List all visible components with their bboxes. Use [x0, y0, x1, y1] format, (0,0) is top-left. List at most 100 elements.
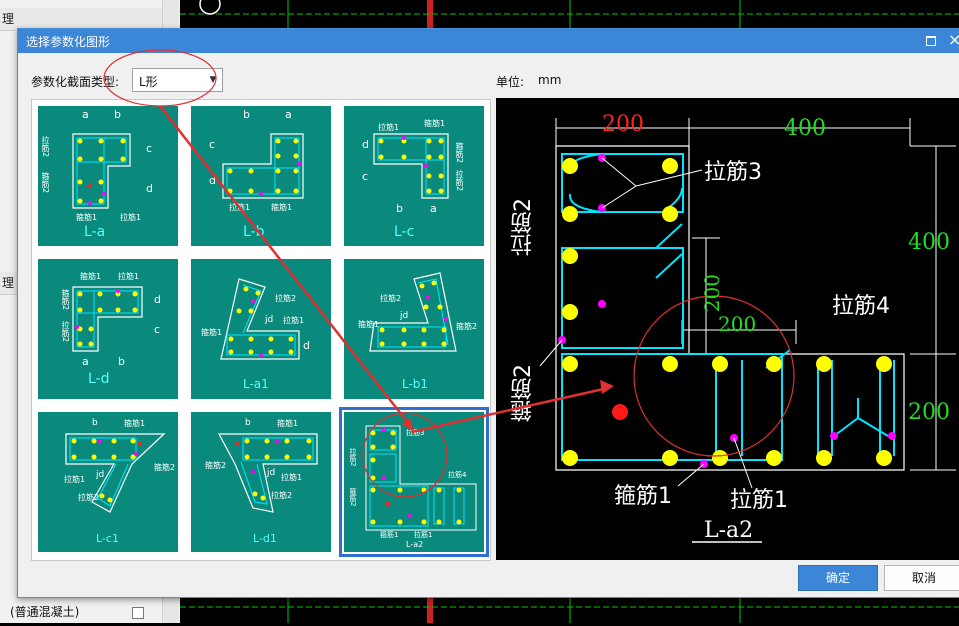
l-b-tie1: 拉筋1 — [229, 203, 251, 212]
l-c1-tie1: 拉筋1 — [64, 475, 86, 484]
preview-panel: 200 400 400 200 200 200 拉筋3 拉筋2 箍筋2 拉筋4 … — [496, 98, 959, 560]
l-a-title: L-a — [84, 224, 106, 240]
thumbnail-l-d[interactable]: 箍筋1 拉筋1 箍筋2 拉筋2 a b c d L-d — [38, 259, 178, 399]
l-d1-stirrup2: 箍筋2 — [205, 461, 227, 470]
l-c-dim-c: c — [362, 170, 369, 183]
l-d-dim-d: d — [154, 293, 161, 306]
l-b1-stirrup2: 箍筋2 — [456, 322, 478, 331]
l-d-tie1: 拉筋1 — [118, 272, 140, 281]
l-a-stirrup1: 箍筋1 — [76, 213, 98, 222]
l-c1-jd: jd — [96, 470, 105, 480]
l-a-dim-d: d — [146, 182, 153, 195]
thumbnail-grid: a b c d 拉筋2 箍筋2 箍筋1 拉筋1 L-a b a c — [31, 99, 491, 561]
l-c1-title: L-c1 — [96, 532, 119, 545]
preview-label-tie1: 拉筋1 — [730, 488, 788, 513]
l-c-dim-b: b — [396, 202, 403, 215]
bg-checkbox[interactable] — [132, 607, 144, 619]
l-a-stirrup2: 箍筋2 — [41, 172, 50, 194]
l-d1-tie1: 拉筋1 — [281, 473, 303, 482]
preview-dim-top-200: 200 — [602, 112, 644, 137]
thumbnail-l-b[interactable]: b a c d 拉筋1 箍筋1 L-b — [191, 106, 331, 246]
l-b-stirrup1: 箍筋1 — [271, 203, 293, 212]
preview-drawing — [539, 118, 956, 543]
chevron-down-icon[interactable]: ▼ — [209, 75, 217, 85]
l-c1-stirrup2: 箍筋2 — [154, 463, 176, 472]
l-a2-tie4: 拉筋4 — [448, 471, 467, 479]
cancel-button[interactable]: 取消 — [884, 565, 959, 591]
l-d1-jd: jd — [267, 468, 276, 478]
l-a2-tie1: 拉筋1 — [414, 531, 433, 539]
l-c-dim-a: a — [430, 202, 437, 215]
preview-dim-inner-horizontal: 200 — [718, 312, 757, 336]
l-c1-tie2: 拉筋2 — [78, 493, 100, 502]
l-c-stirrup1: 箍筋1 — [424, 119, 446, 128]
cad-grid-lines-bottom — [180, 595, 959, 623]
l-d1-tie2: 拉筋2 — [271, 491, 293, 500]
l-c-stirrup2: 箍筋2 — [455, 142, 464, 164]
l-a-dim-b: b — [114, 108, 121, 121]
maximize-icon[interactable] — [926, 36, 936, 46]
l-a1-stirrup1: 箍筋1 — [201, 328, 223, 337]
preview-label-tie3: 拉筋3 — [704, 160, 762, 185]
l-d1-drawing — [218, 433, 318, 513]
preview-label-stirrup2: 箍筋2 — [511, 364, 536, 422]
l-b-dim-b: b — [243, 108, 250, 121]
l-a2-tie3: 拉筋3 — [406, 429, 425, 437]
close-icon[interactable]: × — [948, 30, 959, 49]
l-a2-tie2: 拉筋2 — [349, 448, 357, 467]
cad-canvas-top — [180, 0, 959, 28]
l-a1-tie1: 拉筋1 — [283, 316, 305, 325]
l-c1-drawing — [65, 433, 166, 513]
l-a-drawing — [72, 133, 131, 209]
section-type-value: L形 — [139, 75, 158, 89]
l-c-tie1: 拉筋1 — [378, 123, 400, 132]
preview-label-tie4: 拉筋4 — [832, 294, 890, 319]
select-parametric-dialog: 选择参数化图形 × 参数化截面类型: L形 ▼ 单位: mm a b c — [17, 28, 959, 598]
l-d-stirrup1: 箍筋1 — [80, 272, 102, 281]
thumbnail-l-c1[interactable]: b 箍筋1 jd 拉筋1 箍筋2 拉筋2 L-c1 — [38, 412, 178, 552]
l-b-dim-d: d — [209, 174, 216, 187]
thumbnail-l-c[interactable]: 拉筋1 箍筋1 箍筋2 拉筋2 b a c d L-c — [344, 106, 484, 246]
l-b-dim-c: c — [209, 138, 216, 151]
l-d1-stirrup1: 箍筋1 — [277, 419, 299, 428]
l-b1-tie2: 拉筋2 — [380, 294, 402, 303]
preview-dim-right-200: 200 — [908, 400, 950, 425]
preview-label-tie2: 拉筋2 — [511, 198, 536, 256]
l-d-tie2: 拉筋2 — [61, 321, 70, 343]
l-a2-stirrup2: 箍筋2 — [349, 488, 357, 507]
unit-value: mm — [538, 73, 562, 87]
dialog-titlebar[interactable]: 选择参数化图形 × — [18, 29, 959, 53]
l-b1-title: L-b1 — [402, 377, 429, 391]
preview-label-stirrup1: 箍筋1 — [614, 484, 672, 509]
l-a2-stirrup1: 箍筋1 — [380, 531, 399, 539]
preview-title: L-a2 — [704, 518, 754, 543]
thumbnail-l-d1[interactable]: b 箍筋1 箍筋2 jd 拉筋1 拉筋2 L-d1 — [191, 412, 331, 552]
l-c-title: L-c — [394, 224, 415, 240]
l-c-dim-d: d — [362, 138, 369, 151]
thumbnail-l-a1[interactable]: 拉筋2 jd 拉筋1 箍筋1 d L-a1 — [191, 259, 331, 399]
l-c1-stirrup1: 箍筋1 — [124, 419, 146, 428]
bg-row-concrete: (普通混凝土) — [10, 605, 80, 619]
l-d-dim-c: c — [154, 323, 161, 336]
l-b-title: L-b — [243, 224, 265, 240]
l-d1-title: L-d1 — [253, 532, 277, 545]
l-a-tie1: 拉筋1 — [120, 213, 142, 222]
section-type-label: 参数化截面类型: — [31, 75, 120, 89]
l-a-tie2: 拉筋2 — [41, 136, 50, 158]
l-d-dim-a: a — [82, 355, 89, 368]
l-a-dim-c: c — [146, 142, 153, 155]
l-b1-jd: jd — [400, 311, 409, 321]
thumbnail-l-a[interactable]: a b c d 拉筋2 箍筋2 箍筋1 拉筋1 L-a — [38, 106, 178, 246]
l-a1-title: L-a1 — [243, 377, 269, 391]
thumbnail-l-a2[interactable]: 拉筋3 拉筋2 箍筋2 拉筋4 箍筋1 拉筋1 L-a2 — [339, 407, 489, 557]
thumbnail-l-b1[interactable]: 拉筋2 jd 箍筋2 箍筋1 L-b1 — [344, 259, 484, 399]
cad-grid-lines-top — [180, 0, 959, 28]
l-b-dim-a: a — [285, 108, 292, 121]
ok-button[interactable]: 确定 — [798, 565, 878, 591]
preview-dim-inner-vertical: 200 — [700, 274, 724, 313]
section-type-select[interactable]: L形 ▼ — [132, 68, 223, 92]
l-d-dim-b: b — [118, 355, 125, 368]
l-b1-stirrup1: 箍筋1 — [358, 320, 380, 329]
preview-dim-top-400: 400 — [784, 116, 826, 141]
l-a2-title-small: L-a2 — [406, 540, 424, 549]
